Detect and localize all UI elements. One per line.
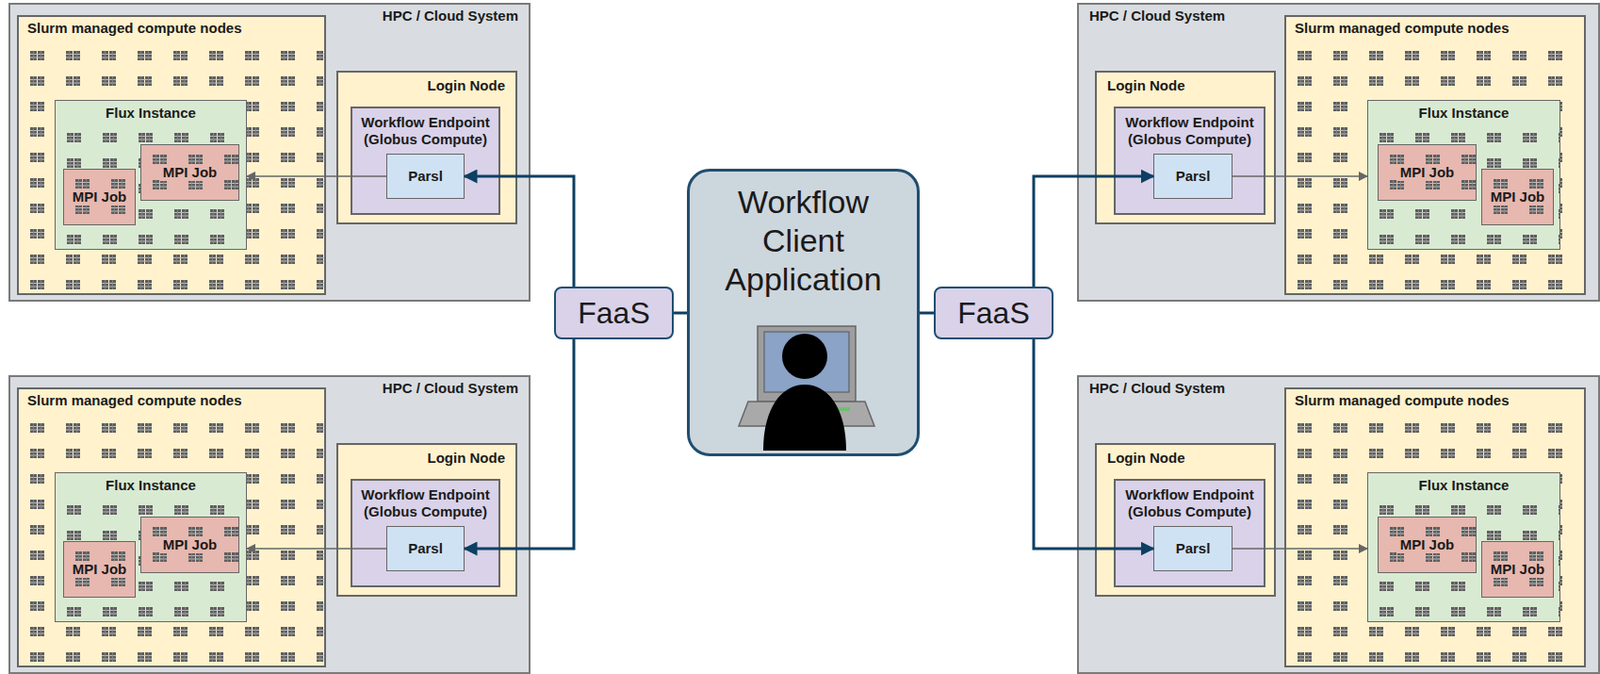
job-box: MPI Job [1377,516,1477,573]
dispatch-arrow [246,175,387,177]
node-label: MPI Job [1487,188,1549,206]
dispatch-arrow [1232,175,1368,177]
endpoint-box: Workflow Endpoint (Globus Compute) Parsl [1113,478,1266,588]
node-label: MPI Job [160,536,221,554]
faas-connector [464,339,574,549]
node-label: Parsl [405,539,446,557]
node-label: FaaS [954,294,1032,331]
job-box: MPI Job [1481,540,1554,598]
node-label: Slurm managed compute nodes [24,391,245,409]
node-label: Flux Instance [102,476,199,494]
job-box: MPI Job [140,144,240,201]
node-label: MPI Job [1397,163,1458,181]
flux-box: Flux InstanceMPI JobMPI Job [1367,472,1561,622]
node-label: Slurm managed compute nodes [1291,391,1513,409]
parsl-box: Parsl [386,525,465,572]
node-label: Flux Instance [102,104,199,122]
endpoint-box: Workflow Endpoint (Globus Compute) Parsl [350,478,501,588]
cluster-box: Slurm managed compute nodesFlux Instance… [1284,387,1586,668]
job-box: MPI Job [63,540,136,598]
node-label: MPI Job [69,560,131,578]
node-label: Slurm managed compute nodes [24,19,245,37]
dispatch-arrow [1232,547,1368,549]
node-label: MPI Job [1487,560,1549,578]
system-box: HPC / Cloud SystemSlurm managed compute … [8,375,531,674]
job-box: MPI Job [63,168,136,226]
system-box: HPC / Cloud SystemLogin NodeWorkflow End… [1077,2,1600,302]
node-label: HPC / Cloud System [379,7,522,25]
system-box: HPC / Cloud SystemSlurm managed compute … [8,2,531,302]
job-box: MPI Job [140,516,240,573]
flux-box: Flux InstanceMPI JobMPI Job [1367,99,1561,250]
login-box: Login NodeWorkflow Endpoint (Globus Comp… [1094,442,1276,597]
parsl-box: Parsl [1153,153,1233,199]
node-label: HPC / Cloud System [1086,379,1228,397]
node-label: Login Node [1104,449,1189,467]
faas-connector [673,311,687,315]
system-box: HPC / Cloud SystemLogin NodeWorkflow End… [1077,375,1600,674]
dispatch-arrow [246,547,387,549]
parsl-box: Parsl [386,153,465,199]
login-box: Login NodeWorkflow Endpoint (Globus Comp… [1094,70,1276,225]
faas-box: FaaS [554,286,674,340]
parsl-box: Parsl [1153,525,1233,572]
node-label: FaaS [574,294,653,331]
node-label: Flux Instance [1416,104,1513,122]
node-label: MPI Job [69,188,131,206]
node-label: HPC / Cloud System [379,379,522,397]
client-box: Workflow Client Application [686,168,920,457]
node-label: Workflow Endpoint (Globus Compute) [358,486,493,521]
flux-box: Flux InstanceMPI JobMPI Job [54,99,247,250]
node-label: Workflow Endpoint (Globus Compute) [1121,114,1258,148]
node-label: Flux Instance [1416,476,1513,494]
endpoint-box: Workflow Endpoint (Globus Compute) Parsl [1113,106,1266,215]
login-box: Login NodeWorkflow Endpoint (Globus Comp… [336,70,518,225]
cluster-box: Slurm managed compute nodesFlux Instance… [16,387,327,668]
job-box: MPI Job [1481,168,1554,226]
login-box: Login NodeWorkflow Endpoint (Globus Comp… [336,442,518,597]
cluster-box: Slurm managed compute nodesFlux Instance… [16,15,327,295]
node-label: Workflow Endpoint (Globus Compute) [1121,486,1258,521]
node-label: MPI Job [160,163,221,181]
flux-box: Flux InstanceMPI JobMPI Job [54,472,247,622]
node-label: HPC / Cloud System [1086,7,1228,25]
node-label: Login Node [424,449,509,467]
faas-connector [464,176,574,287]
node-label: Workflow Endpoint (Globus Compute) [358,114,493,148]
cluster-box: Slurm managed compute nodesFlux Instance… [1284,15,1586,295]
job-box: MPI Job [1377,144,1477,201]
node-label: Slurm managed compute nodes [1291,19,1513,37]
faas-connector [1033,176,1154,287]
node-label: Login Node [424,77,509,95]
faas-connector [1033,339,1154,549]
node-label: Workflow Client Application [699,182,908,298]
node-label: Parsl [405,167,446,185]
faas-box: FaaS [933,286,1054,340]
node-label: Parsl [1173,539,1214,557]
node-label: MPI Job [1397,536,1458,554]
node-label: Parsl [1173,167,1214,185]
faas-connector [919,311,934,315]
endpoint-box: Workflow Endpoint (Globus Compute) Parsl [350,106,501,215]
node-label: Login Node [1104,77,1189,95]
